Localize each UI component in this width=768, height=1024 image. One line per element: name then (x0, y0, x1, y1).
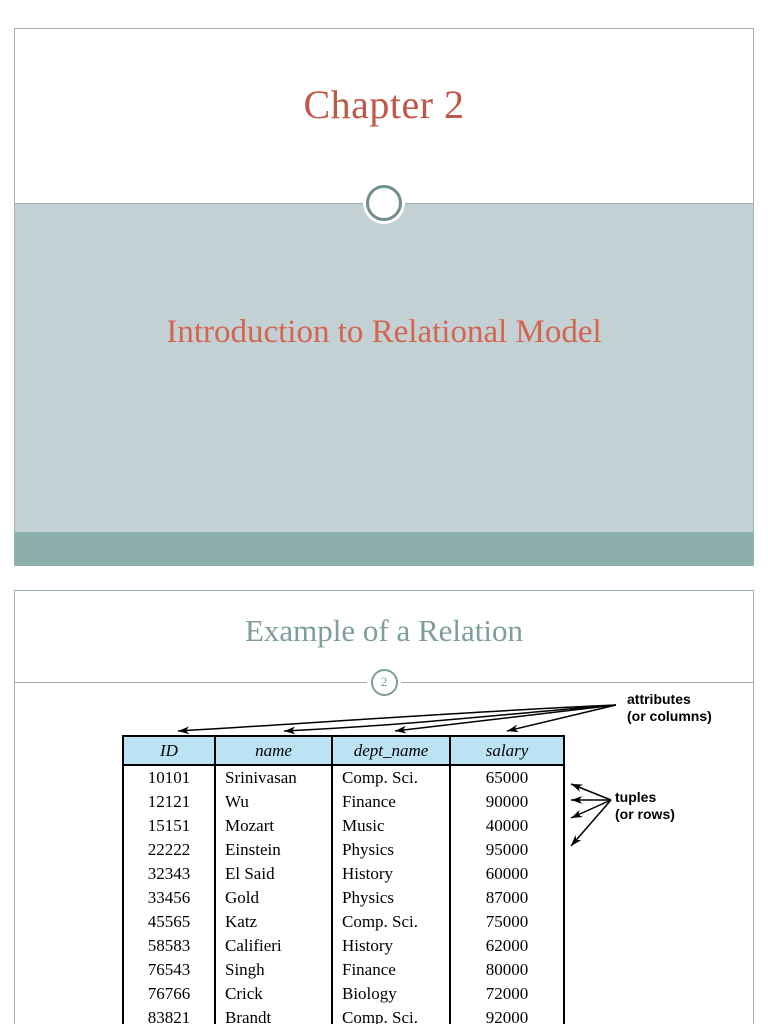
table-cell: 12121 (122, 790, 216, 814)
table-cell: 33456 (122, 886, 216, 910)
table-cell: Brandt (214, 1006, 333, 1024)
table-cell: 76543 (122, 958, 216, 982)
divider-circle-ornament-icon (363, 182, 405, 224)
annotation-tuples-line2: (or rows) (615, 806, 675, 822)
table-cell: 22222 (122, 838, 216, 862)
table-cell: 75000 (449, 910, 565, 934)
slide-number-text: 2 (370, 668, 398, 696)
column-header-id: ID (122, 736, 216, 766)
table-cell: Srinivasan (214, 765, 333, 790)
table-cell: 65000 (449, 765, 565, 790)
table-cell: Katz (214, 910, 333, 934)
content-slide-header: Example of a Relation (15, 591, 753, 682)
annotation-tuples-line1: tuples (615, 789, 657, 805)
title-slide: Chapter 2 Introduction to Relational Mod… (14, 28, 754, 566)
column-header-dept-name: dept_name (331, 736, 451, 766)
table-cell: History (331, 862, 451, 886)
page-title: Example of a Relation (244, 613, 524, 648)
chapter-title: Chapter 2 (303, 82, 465, 127)
table-cell: Comp. Sci. (331, 765, 451, 790)
table-cell: 32343 (122, 862, 216, 886)
table-cell: History (331, 934, 451, 958)
table-cell: 45565 (122, 910, 216, 934)
table-cell: 76766 (122, 982, 216, 1006)
relation-figure: attributes (or columns) tuples (or rows)… (15, 683, 753, 1024)
table-cell: Finance (331, 790, 451, 814)
table-cell: Comp. Sci. (331, 910, 451, 934)
slide-number-badge: 2 (367, 665, 401, 699)
table-cell: Finance (331, 958, 451, 982)
table-cell: Singh (214, 958, 333, 982)
table-cell: Biology (331, 982, 451, 1006)
table-cell: Wu (214, 790, 333, 814)
table-cell: Physics (331, 886, 451, 910)
annotation-tuples: tuples (or rows) (615, 789, 675, 823)
slide-subtitle: Introduction to Relational Model (166, 314, 602, 350)
annotation-attributes-line1: attributes (627, 691, 691, 707)
table-cell: Physics (331, 838, 451, 862)
table-cell: Music (331, 814, 451, 838)
table-cell: Gold (214, 886, 333, 910)
table-cell: 60000 (449, 862, 565, 886)
table-cell: 58583 (122, 934, 216, 958)
table-cell: 15151 (122, 814, 216, 838)
table-cell: 10101 (122, 765, 216, 790)
table-cell: Crick (214, 982, 333, 1006)
table-cell: 95000 (449, 838, 565, 862)
column-header-salary: salary (449, 736, 565, 766)
table-cell: 90000 (449, 790, 565, 814)
title-slide-footer-bar (15, 532, 753, 566)
table-cell: El Said (214, 862, 333, 886)
table-cell: 87000 (449, 886, 565, 910)
annotation-attributes: attributes (or columns) (627, 691, 712, 725)
table-cell: 92000 (449, 1006, 565, 1024)
annotation-attributes-line2: (or columns) (627, 708, 712, 724)
table-cell: 40000 (449, 814, 565, 838)
table-cell: 62000 (449, 934, 565, 958)
table-cell: 72000 (449, 982, 565, 1006)
table-cell: Einstein (214, 838, 333, 862)
table-cell: Mozart (214, 814, 333, 838)
table-cell: 80000 (449, 958, 565, 982)
title-slide-upper-panel: Chapter 2 (15, 29, 753, 203)
title-slide-lower-panel: Introduction to Relational Model (15, 204, 753, 532)
table-header-row: ID name dept_name salary (122, 736, 565, 766)
content-slide: Example of a Relation 2 (14, 590, 754, 1024)
table-cell: Califieri (214, 934, 333, 958)
table-cell: 83821 (122, 1006, 216, 1024)
column-header-name: name (214, 736, 333, 766)
table-cell: Comp. Sci. (331, 1006, 451, 1024)
